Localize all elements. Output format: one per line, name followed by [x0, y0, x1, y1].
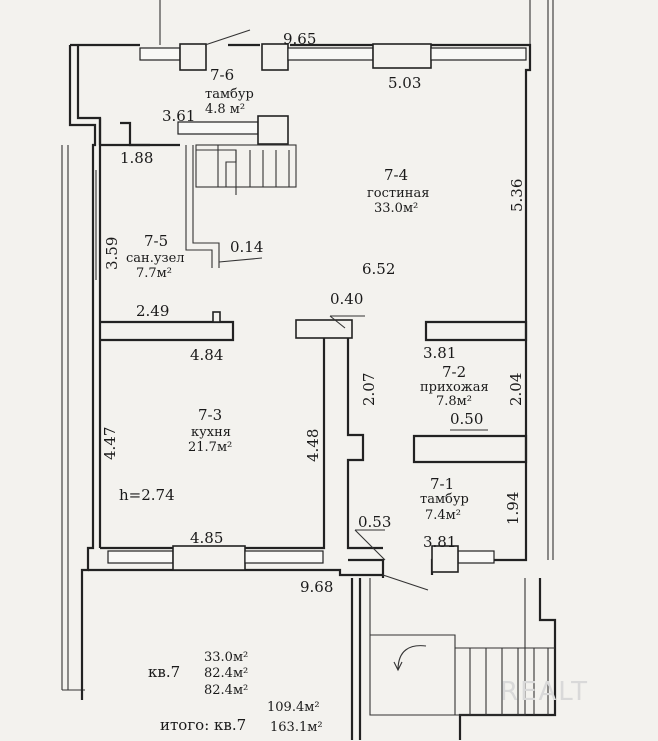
summary-value: 82.4м²	[204, 666, 248, 681]
dim-vestibule-bottom-w: 3.81	[423, 533, 456, 551]
dim-hall-right: 2.04	[507, 373, 525, 406]
dim-vestibule-bottom: 3.61	[162, 107, 195, 125]
room-area: 7.8м²	[436, 394, 472, 409]
room-area: 33.0м²	[374, 201, 418, 216]
area-summary: 33.0м² кв.7 82.4м² 82.4м² 109.4м² итого:…	[148, 650, 323, 735]
dim-vestibule-right: 1.94	[504, 492, 522, 525]
top-windows	[139, 29, 527, 71]
room-id: 7-3	[198, 406, 222, 424]
room-name: кухня	[191, 425, 231, 440]
room-id: 7-5	[144, 232, 168, 250]
summary-total-value: 109.4м²	[267, 700, 320, 715]
dim-living-mid: 6.52	[362, 260, 395, 278]
dim-opening: 0.40	[330, 290, 363, 308]
dimension-labels: 9.65 5.03 3.61 1.88 5.36 3.59 0.14 6.52 …	[101, 30, 526, 596]
dim-kitchen-left: 4.47	[101, 427, 119, 460]
vestibule-76-walls	[98, 115, 297, 268]
dim-hall-top: 3.81	[423, 344, 456, 362]
bottom-windows	[107, 545, 495, 591]
room-id: 7-4	[384, 166, 408, 184]
dim-bottom-overall: 9.68	[300, 578, 333, 596]
summary-value: 33.0м²	[204, 650, 248, 665]
room-name: гостиная	[367, 186, 429, 201]
room-area: 21.7м²	[188, 440, 232, 455]
dim-top-overall: 9.65	[283, 30, 316, 48]
dim-corridor-left: 2.07	[360, 373, 378, 406]
dim-kitchen-right: 4.48	[304, 429, 322, 462]
room-labels: 7-6 тамбур 4.8 м² 7-4 гостиная 33.0м² 7-…	[126, 66, 489, 523]
dim-wc-top: 1.88	[120, 149, 153, 167]
dim-top-window: 5.03	[388, 74, 421, 92]
outer-context-lines	[61, 0, 554, 691]
wc-walls	[95, 170, 235, 342]
dim-entry-opening: 0.53	[358, 513, 391, 531]
room-id: 7-1	[430, 475, 454, 493]
porch-stair	[350, 578, 557, 740]
watermark-logo: REALT	[500, 677, 589, 707]
dim-living-right: 5.36	[508, 179, 526, 212]
room-name: тамбур	[420, 492, 469, 507]
dim-ceiling-height: h=2.74	[119, 486, 175, 504]
summary-total-value: 163.1м²	[270, 720, 323, 735]
room-id: 7-6	[210, 66, 234, 84]
dim-kitchen-top: 4.84	[190, 346, 223, 364]
summary-apartment-label: кв.7	[148, 663, 180, 681]
room-name: сан.узел	[126, 251, 185, 266]
room-name: тамбур	[205, 87, 254, 102]
room-id: 7-2	[442, 363, 466, 381]
room-area: 7.7м²	[136, 266, 172, 281]
dim-wc-bottom: 2.49	[136, 302, 169, 320]
room-area: 7.4м²	[425, 508, 461, 523]
room-name: прихожая	[420, 380, 489, 395]
dim-wc-left: 3.59	[103, 237, 121, 270]
summary-total-label: итого: кв.7	[160, 716, 246, 734]
room-area: 4.8 м²	[205, 102, 245, 117]
dim-kitchen-bottom: 4.85	[190, 529, 223, 547]
dim-partition: 0.14	[230, 238, 263, 256]
summary-value: 82.4м²	[204, 683, 248, 698]
dim-hall-opening: 0.50	[450, 410, 483, 428]
